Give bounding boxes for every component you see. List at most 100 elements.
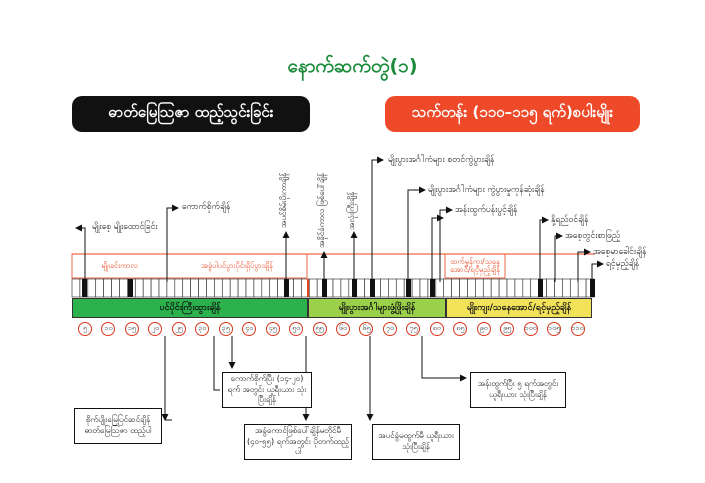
strip-cell [388, 278, 397, 298]
strip-cell [514, 278, 524, 298]
day-marker: ၅ [78, 322, 92, 336]
strip-cell [293, 278, 302, 298]
strip-cell [530, 278, 539, 298]
strip-cell [451, 278, 460, 298]
strip-cell [395, 278, 405, 298]
day-marker: ၇၀ [382, 322, 397, 336]
strip-cell [166, 278, 176, 298]
day-marker: ၁၀ [101, 322, 116, 336]
strip-marker [128, 279, 133, 297]
label-vertical-2: အခိုင်ခံကာလ ဖြစ်ပေါ်ချိန် [317, 173, 326, 248]
band-seedbed: မျိုးခင်းကာလ [101, 260, 138, 270]
strip-cell [71, 278, 81, 298]
strip-cell [522, 278, 532, 298]
strip-cell [443, 278, 452, 298]
strip-cell [546, 278, 555, 298]
strip-cell [198, 278, 207, 298]
day-marker: ၃၀ [195, 322, 210, 336]
day-marker: ၆၀ [336, 322, 350, 336]
timeline-strip [71, 278, 595, 298]
strip-cell [269, 278, 278, 298]
strip-cell [206, 278, 215, 298]
label-dough: အစေ့တွင်းစာဖြည့် [565, 231, 621, 241]
strip-cell [577, 278, 587, 298]
day-marker: ၆၅ [359, 322, 374, 336]
day-marker: ၄၅ [265, 322, 280, 336]
day-marker: ၂၅ [171, 322, 186, 336]
phase-reproductive: မျိုးပွားအင်္ဂါများဖွံ့ဖြိုးချိန် [308, 298, 446, 318]
strip-cell [253, 278, 263, 298]
day-marker: ၂၀ [148, 322, 163, 336]
label-flower-end: မျိုးပွားအင်္ဂါကံများ ကွဲပွားမှုကုန်ဆုံး… [428, 185, 545, 195]
strip-cell [569, 278, 579, 298]
label-milk: နို့ရည်ဝင်ချိန် [551, 215, 589, 225]
phase-ripening: မျိုးကျး/သနေအောင်/ရင့်မှည့်ချိန် [446, 298, 592, 318]
strip-cell [475, 278, 484, 298]
day-marker: ၉၀ [476, 322, 491, 336]
strip-marker [590, 279, 595, 297]
strip-cell [554, 278, 563, 298]
box-basal: စိုက်ပျိုးမြေပြင်ဆင်ချိန် ဓာတ်မြေဩဇာ ထည့… [74, 408, 162, 444]
fertilizer-banner: ဓာတ်မြေဩဇာ ထည့်သွင်းခြင်း [72, 96, 310, 132]
strip-cell [467, 278, 476, 298]
strip-cell [380, 278, 389, 298]
strip-marker [406, 279, 411, 297]
box-tiller: ကောက်စိုက်ပြီး (၁၄-၂၀) ရက် အတွင်း ယူရီးယ… [222, 372, 312, 408]
strip-cell [95, 278, 104, 298]
day-marker: ၇၅ [406, 322, 421, 336]
phase-ripening-label: မျိုးကျး/သနေအောင်/ရင့်မှည့်ချိန် [466, 302, 572, 313]
strip-cell [459, 278, 468, 298]
strip-cell [229, 278, 239, 298]
strip-cell [490, 278, 500, 298]
box-booting: အပင်ခွံမထွက်မီ ယူရီးယား သုံးပြီးချိန် [372, 424, 460, 460]
strip-cell [506, 278, 516, 298]
box-flowering: အန်းထွက်ပြီး ၅ ရက်အတွင်း ယူရီးယား သုံးပြ… [470, 372, 566, 408]
strip-marker [82, 279, 87, 297]
day-marker: ၃၅ [218, 322, 233, 336]
strip-marker [430, 279, 435, 297]
label-flower-start: မျိုးပွားအင်္ဂါကံများ စတင်ကွဲပွားချိန် [388, 155, 495, 165]
strip-cell [182, 278, 191, 298]
phase-vegetative-label: ပင်ပိုင်းကြီးထွားချိန် [159, 302, 221, 313]
strip-cell [142, 278, 152, 298]
label-vertical-1: အပင်စိမ်းပိုးကာချိန် [279, 172, 288, 228]
strip-cell [498, 278, 508, 298]
strip-cell [158, 278, 168, 298]
phase-reproductive-label: မျိုးပွားအင်္ဂါများဖွံ့ဖြိုးချိန် [338, 302, 416, 313]
day-marker: ၁၀၅ [547, 322, 562, 336]
day-marker: ၁၁၀ [570, 322, 585, 336]
day-marker: ၁၀၀ [523, 322, 538, 336]
strip-cell [356, 278, 365, 298]
day-marker: ၅၀ [289, 322, 304, 336]
box-panicle: အခွံကောင်ဖြစ်ပေါ်ချိန်မတိုင်မီ (၄၀-၅၅) ရ… [244, 424, 352, 460]
strip-marker [352, 279, 357, 297]
strip-cell [150, 278, 160, 298]
band-tillering: အခွံပါပင်ပွားပိုင်းရှိပ်ပွားချိန် [201, 260, 273, 270]
strip-cell [340, 278, 350, 298]
strip-marker [370, 279, 375, 297]
day-marker: ၈၅ [453, 322, 468, 336]
strip-cell [134, 278, 144, 298]
strip-cell [221, 278, 231, 298]
day-marker: ၈၀ [429, 322, 444, 336]
strip-cell [87, 278, 97, 298]
strip-marker [538, 279, 543, 297]
label-hard: အစေ့မာခေါင်းချိန် [593, 247, 647, 257]
strip-cell [562, 278, 571, 298]
strip-cell [332, 278, 342, 298]
label-heading: အန်းထွက်ပန်းပွင့်ချိန် [455, 205, 518, 215]
label-seed-sowing: မျိုးစေ့ မျိုးထောင်ခြင်း [92, 222, 158, 232]
strip-cell [174, 278, 184, 298]
day-marker: ၁၅ [124, 322, 139, 336]
band-ripening: ထက်မွှန်ကူး/သနေအောင်/ရင့်မှည့်ချိန် [450, 256, 500, 274]
strip-cell [261, 278, 271, 298]
strip-cell [119, 278, 128, 298]
label-vertical-3: အလုံးကြီးချိန် [347, 192, 356, 230]
strip-cell [482, 278, 492, 298]
day-marker: ၅၅ [312, 322, 327, 336]
strip-cell [237, 278, 247, 298]
strip-marker [284, 279, 289, 297]
strip-marker [322, 279, 327, 297]
strip-cell [103, 278, 112, 298]
